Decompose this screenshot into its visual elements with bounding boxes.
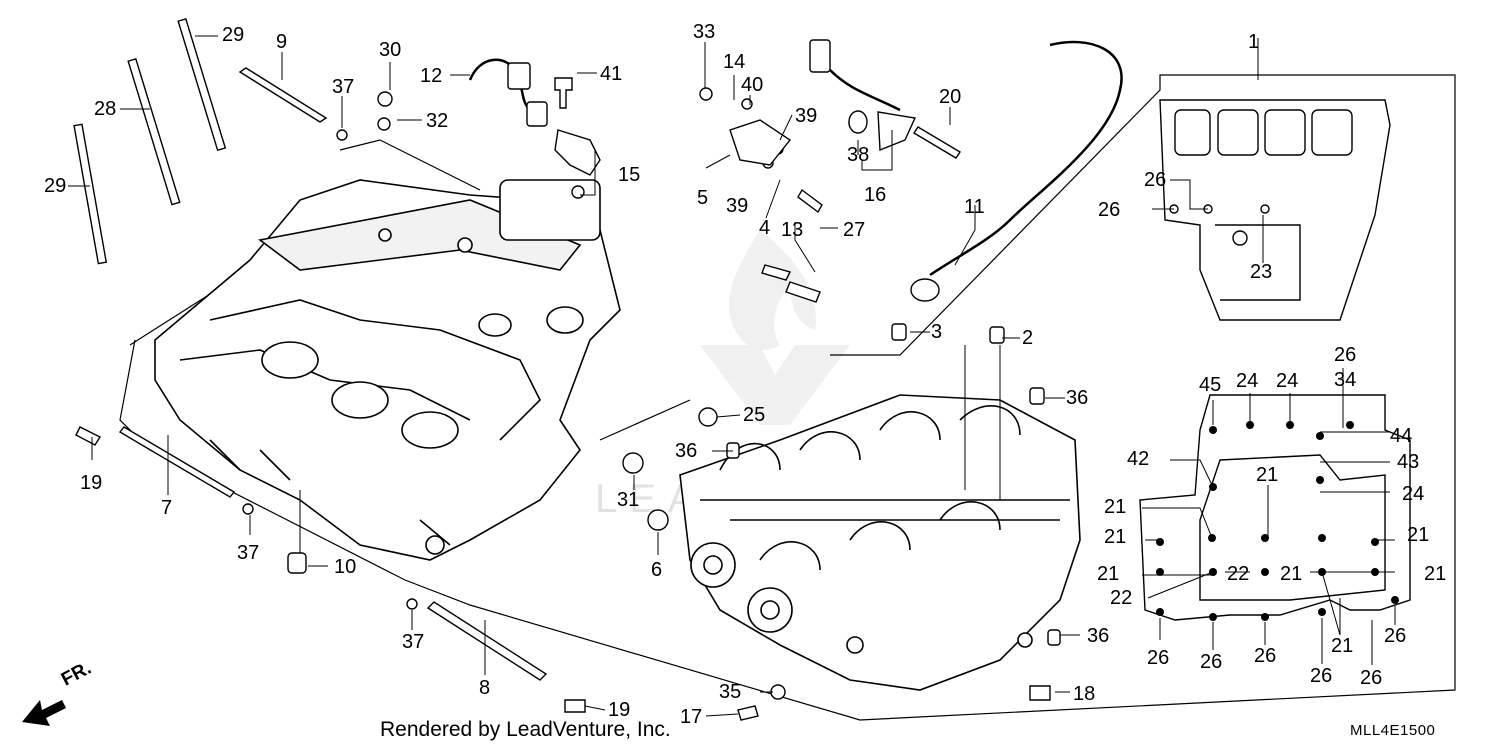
- callout-label: 36: [675, 440, 698, 462]
- callout-label: 21: [1280, 563, 1303, 585]
- callout-label: 21: [1256, 464, 1279, 486]
- callout-label: 21: [1331, 635, 1354, 657]
- callout-label: 21: [1407, 524, 1430, 546]
- callout-label: 10: [334, 556, 357, 578]
- bolt-pattern-plate: [1139, 394, 1411, 621]
- callout-label: 26: [1144, 169, 1167, 191]
- callout-label: 28: [94, 98, 117, 120]
- callout-label: 13: [781, 219, 804, 241]
- callout-label: 24: [1236, 370, 1259, 392]
- callout-label: 19: [80, 472, 103, 494]
- callout-label: 26: [1147, 647, 1170, 669]
- callout-label: 8: [479, 677, 491, 699]
- callout-label: 38: [847, 144, 870, 166]
- callout-label: 2: [1022, 327, 1034, 349]
- callout-label: 21: [1104, 496, 1127, 518]
- callout-label: 14: [723, 51, 746, 73]
- callout-label: 24: [1402, 483, 1425, 505]
- callout-label: 43: [1397, 451, 1420, 473]
- callout-label: 45: [1199, 374, 1222, 396]
- callout-label: 26: [1310, 665, 1333, 687]
- callout-label: 37: [402, 631, 425, 653]
- callout-label: 16: [864, 184, 887, 206]
- callout-label: 19: [608, 699, 631, 721]
- watermark-flame-logo: [700, 230, 850, 425]
- callout-label: 37: [332, 76, 355, 98]
- callout-label: 37: [237, 542, 260, 564]
- callout-label: 6: [651, 559, 663, 581]
- leader-lines: [68, 35, 1396, 717]
- upper-crankcase-illustration: [154, 179, 621, 561]
- callout-label: 18: [1073, 683, 1096, 705]
- callout-label: 30: [379, 39, 402, 61]
- callout-label: 41: [600, 63, 623, 85]
- callout-label: 9: [276, 31, 288, 53]
- callout-label: 12: [420, 65, 443, 87]
- callout-label: 39: [726, 195, 749, 217]
- callout-label: 34: [1334, 369, 1357, 391]
- callout-label: 31: [617, 489, 640, 511]
- callout-label: 22: [1227, 563, 1250, 585]
- callout-label: 32: [426, 110, 449, 132]
- callout-label: 11: [964, 196, 985, 218]
- callout-label: 21: [1097, 563, 1120, 585]
- callout-label: 36: [1066, 387, 1089, 409]
- callout-label: 40: [741, 74, 764, 96]
- callout-label: 23: [1250, 261, 1273, 283]
- callout-label: 21: [1104, 526, 1127, 548]
- footer-credit: Rendered by LeadVenture, Inc.: [380, 718, 671, 741]
- callout-label: 44: [1390, 425, 1413, 447]
- callout-label: 21: [1424, 563, 1447, 585]
- callout-label: 35: [719, 681, 742, 703]
- callout-label: 26: [1098, 199, 1121, 221]
- callout-label: 22: [1110, 587, 1133, 609]
- callout-label: 1: [1248, 31, 1260, 53]
- callout-label: 25: [743, 404, 766, 426]
- callout-label: 15: [618, 164, 641, 186]
- front-direction-arrow-icon: [22, 700, 66, 726]
- stud-bolts: [73, 17, 1061, 721]
- callout-label: 4: [759, 217, 771, 239]
- callout-label: 26: [1384, 625, 1407, 647]
- callout-label: 24: [1276, 370, 1299, 392]
- callout-label: 27: [843, 219, 866, 241]
- callout-label: 29: [222, 24, 245, 46]
- callout-label: 17: [680, 706, 703, 728]
- crankcase-bottom-view: [1159, 99, 1391, 321]
- callout-label: 36: [1087, 625, 1110, 647]
- lower-crankcase-illustration: [679, 394, 1081, 691]
- diagram-code: MLL4E1500: [1350, 722, 1436, 739]
- callout-label: 5: [697, 187, 709, 209]
- callout-label: 39: [795, 105, 818, 127]
- callout-label: 26: [1254, 645, 1277, 667]
- callout-label: 26: [1200, 651, 1223, 673]
- callout-label: 7: [161, 497, 173, 519]
- callout-label: 26: [1334, 344, 1357, 366]
- callout-label: 26: [1360, 667, 1383, 689]
- callout-label: 20: [939, 86, 962, 108]
- callout-label: 33: [693, 21, 716, 43]
- callout-label: 42: [1127, 448, 1150, 470]
- sensors-and-wiring: [468, 39, 1123, 303]
- callout-label: 3: [931, 321, 943, 343]
- callout-label: 29: [44, 175, 67, 197]
